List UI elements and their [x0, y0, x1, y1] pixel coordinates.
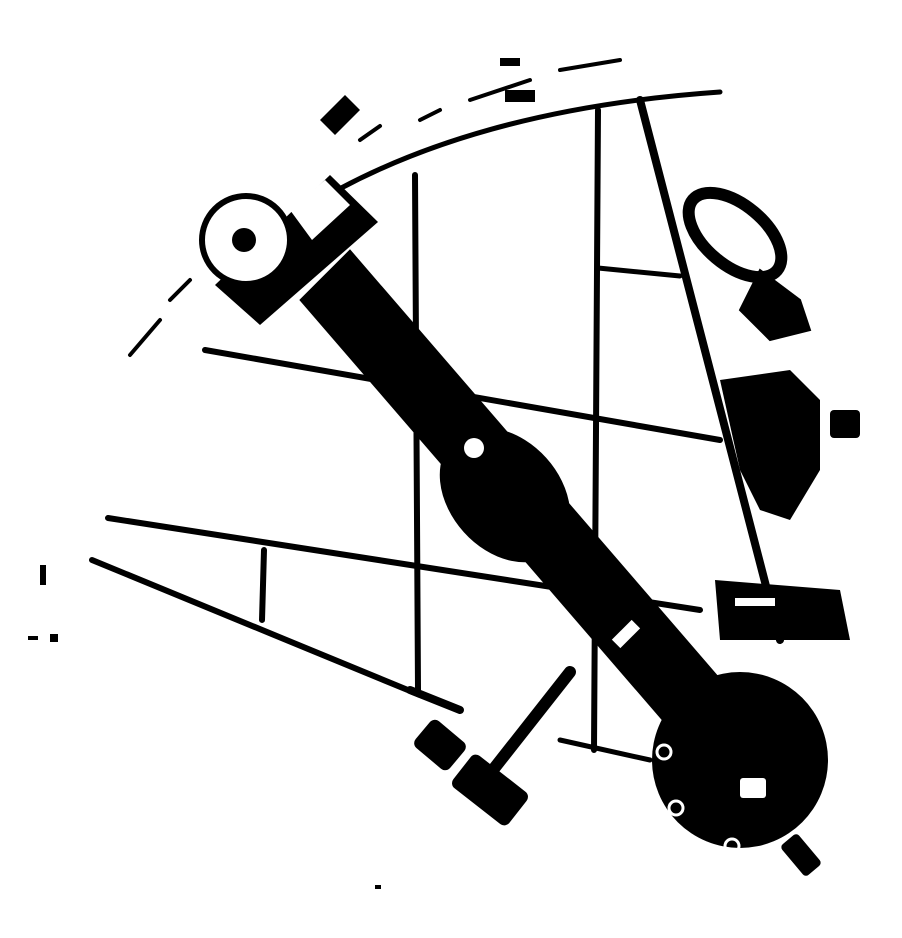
frame-strut-short	[259, 547, 267, 623]
side-clamp	[715, 580, 850, 640]
telescope-ring	[682, 186, 812, 342]
tangent-screw-head	[452, 754, 528, 826]
index-mirror-center	[232, 228, 256, 252]
clamp-block	[414, 719, 466, 771]
speck	[28, 636, 38, 640]
micrometer-wheel	[652, 672, 828, 848]
frame-brace-top	[595, 265, 683, 279]
sextant-frame	[89, 58, 784, 763]
index-arm-pivot-hole	[464, 438, 484, 458]
frame-strut-center	[591, 107, 601, 753]
speck	[40, 565, 46, 585]
clamp-link	[406, 686, 464, 714]
mirror-bracket-highlight	[290, 180, 350, 240]
frame-limb-right	[636, 96, 784, 644]
telescope-ring-mount	[738, 268, 812, 342]
frame-arc-fragments	[128, 58, 622, 357]
speck	[50, 634, 58, 642]
speck	[375, 885, 381, 889]
tangent-screw	[406, 666, 576, 826]
side-clamp-highlight	[735, 598, 775, 606]
frame-brace-bottom	[557, 737, 653, 763]
wheel-marking-1	[655, 743, 673, 761]
speck	[505, 90, 535, 102]
index-arm-hub	[439, 427, 571, 563]
frame-upper-arc	[297, 89, 723, 215]
wheel-window	[740, 778, 766, 798]
horizon-mirror-knob	[830, 410, 860, 438]
speck	[500, 58, 520, 66]
horizon-mirror-body	[720, 370, 820, 520]
micrometer-drum	[652, 672, 828, 876]
horizon-mirror-assembly	[715, 370, 860, 640]
print-specks	[28, 58, 535, 889]
telescope-ring-outer	[682, 186, 788, 284]
wheel-axle	[781, 834, 821, 876]
index-mirror-housing	[199, 95, 378, 325]
wheel-marking-3	[723, 837, 741, 855]
index-arm-slot	[611, 619, 641, 649]
wheel-marking-2	[667, 799, 685, 817]
tangent-screw-shaft	[479, 666, 576, 786]
mirror-top-screw	[320, 95, 360, 135]
frame-limb-lower	[89, 557, 423, 698]
